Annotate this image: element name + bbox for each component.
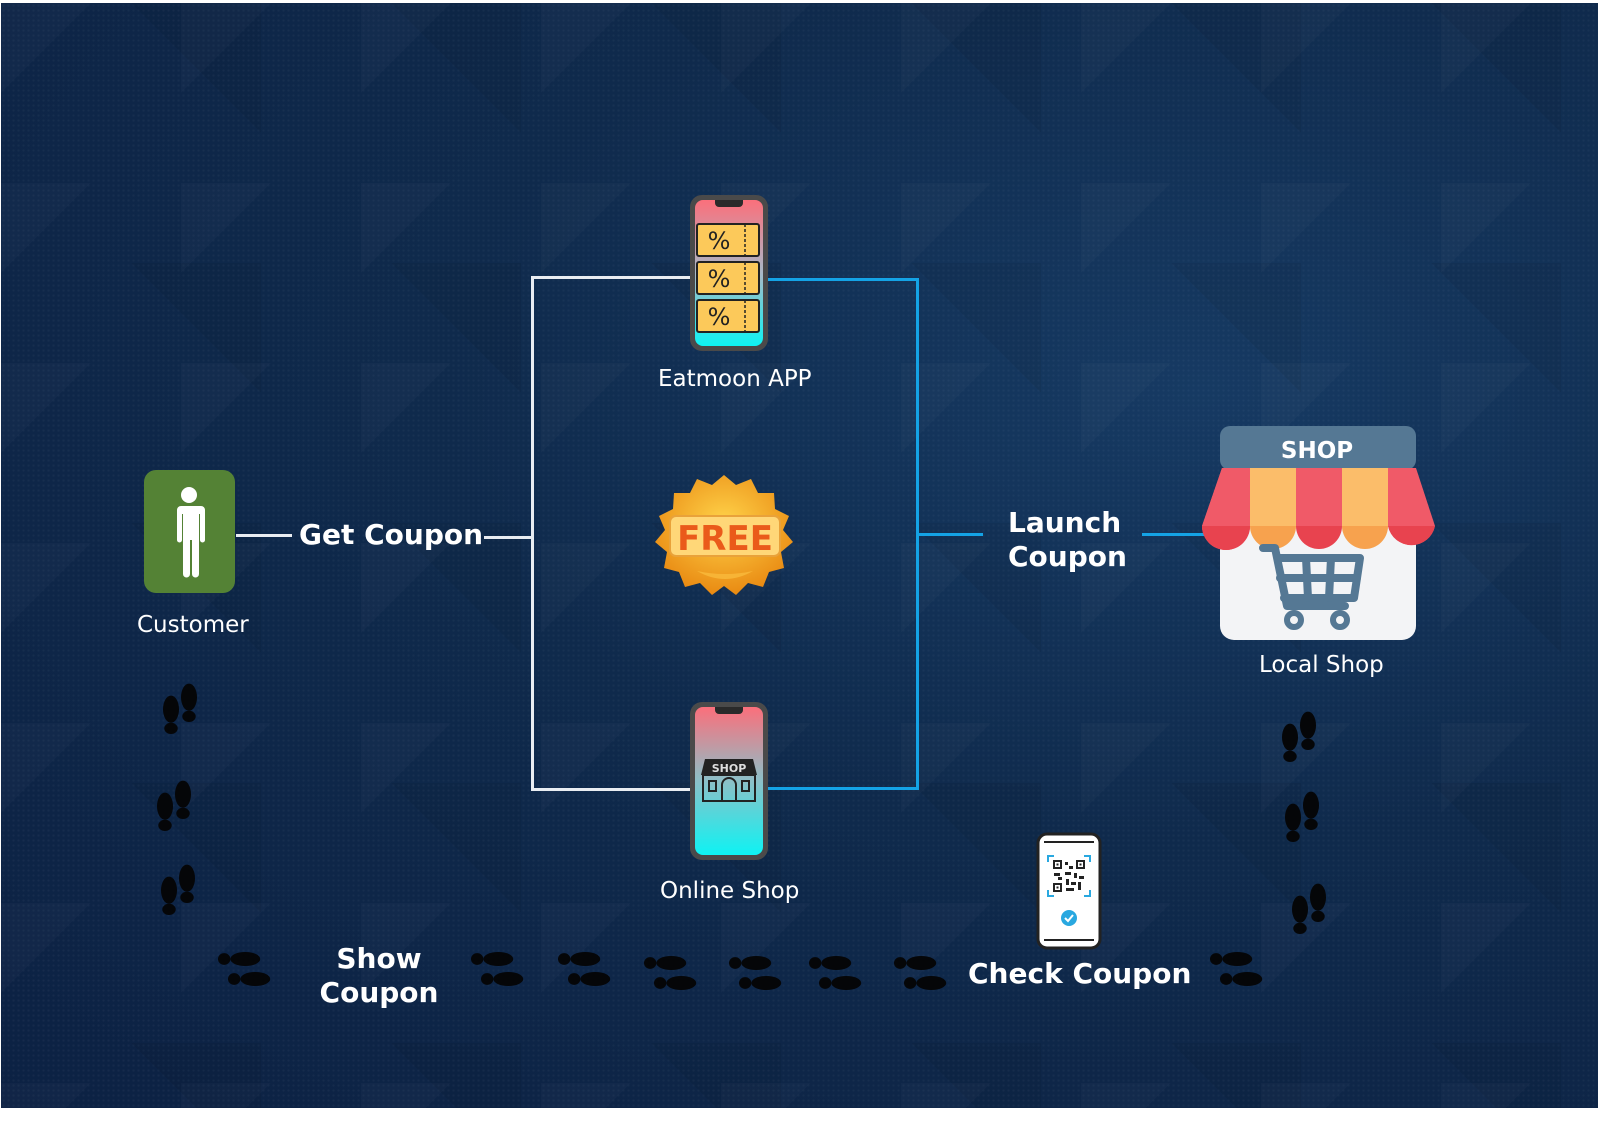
footprint-icon — [1282, 711, 1316, 762]
footprint-icon — [644, 956, 697, 990]
step-launch-coupon-line1: Launch — [1008, 506, 1122, 539]
connector-left-to-online-shop — [531, 788, 691, 791]
connector-online-shop-to-right-bracket — [768, 787, 919, 790]
footprint-icon — [471, 952, 524, 986]
step-show-coupon-line2: Coupon — [319, 976, 439, 1009]
online-shop-label: Online Shop — [660, 878, 800, 904]
online-shop-node: SHOP — [689, 701, 769, 861]
footprint-icon — [1285, 791, 1319, 842]
storefront-cart-icon: SHOP — [1202, 426, 1435, 640]
connector-launch-label-to-shop — [1142, 533, 1206, 536]
online-shop-sign: SHOP — [712, 762, 747, 775]
eatmoon-app-label: Eatmoon APP — [658, 366, 812, 392]
footprint-icon — [894, 956, 947, 990]
footprint-icon — [163, 683, 197, 734]
local-shop-node: SHOP — [1200, 424, 1437, 642]
footprint-icon — [729, 956, 782, 990]
step-show-coupon: Show Coupon — [319, 942, 439, 1010]
step-check-coupon: Check Coupon — [968, 957, 1192, 990]
free-badge-text: FREE — [677, 519, 773, 559]
step-launch-coupon-line2: Coupon — [1008, 540, 1127, 573]
qr-check-phone-icon — [1036, 832, 1102, 950]
footprint-icon — [1292, 883, 1326, 934]
footprint-icon — [218, 952, 271, 986]
svg-text:%: % — [708, 303, 731, 331]
free-badge-node: FREE — [652, 473, 797, 601]
connector-customer-to-label — [236, 534, 292, 537]
diagram-canvas: Customer Get Coupon %%% E — [1, 3, 1598, 1108]
step-show-coupon-line1: Show — [336, 942, 422, 975]
customer-node — [144, 470, 235, 593]
svg-text:%: % — [708, 265, 731, 293]
footprint-icon — [809, 956, 862, 990]
person-icon — [177, 487, 205, 578]
eatmoon-app-node: %%% — [689, 194, 769, 352]
step-get-coupon: Get Coupon — [299, 518, 484, 551]
footprint-icon — [558, 952, 611, 986]
footprint-icon — [161, 864, 195, 915]
step-launch-coupon: Launch Coupon — [1008, 506, 1127, 574]
shop-phone-icon: SHOP — [690, 702, 768, 860]
customer-label: Customer — [137, 612, 249, 638]
connector-bracket-to-launch-label — [916, 533, 983, 536]
coupon-phone-icon: %%% — [690, 195, 768, 351]
connector-app-to-right-bracket — [768, 278, 919, 281]
footprint-icon — [157, 780, 191, 831]
svg-text:%: % — [708, 227, 731, 255]
local-shop-sign: SHOP — [1281, 438, 1353, 464]
footprint-icon — [1210, 952, 1263, 986]
connector-left-bracket-vertical — [531, 276, 534, 791]
connector-left-to-app — [531, 276, 691, 279]
check-phone-node — [1036, 832, 1102, 950]
free-badge-icon: FREE — [655, 475, 793, 595]
local-shop-label: Local Shop — [1259, 652, 1384, 678]
connector-label-to-bracket — [484, 536, 532, 539]
